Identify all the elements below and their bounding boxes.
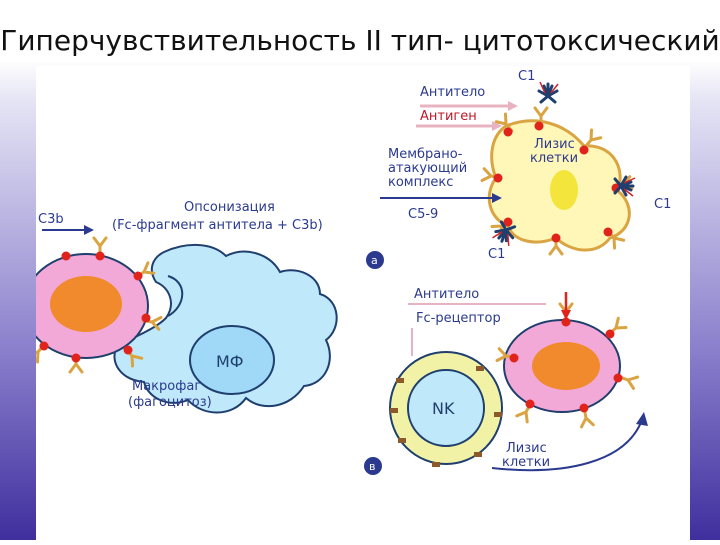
mac-arrowhead (492, 193, 502, 203)
mf-label: МФ (216, 352, 244, 371)
c1-right-label: C1 (654, 197, 671, 212)
lysis-curved-arrow (491, 419, 643, 472)
antigen-label-top: Антиген (420, 109, 477, 124)
diagram-panel: C1 Антитело Антиген Лизис клетки Мембран… (23, 66, 690, 540)
complement-lysis-section: C1 Антитело Антиген Лизис клетки Мембран… (366, 69, 671, 269)
c1-top-label: C1 (518, 69, 535, 84)
marker-a-label: а (371, 254, 378, 267)
target-cell-bottom-nucleus (532, 342, 600, 390)
nk-label: NK (432, 399, 455, 418)
antigen-arrowhead-top (492, 121, 502, 131)
antigen-dots-top (493, 121, 621, 243)
nk-adcc-section: NK (364, 287, 648, 475)
opsonization-section: МФ C3b Опсонизация (Fc-фрагмент антитела… (23, 200, 338, 414)
target-cell-nucleus (550, 170, 578, 210)
c59-label: C5-9 (408, 207, 438, 222)
macrophage-label: Макрофаг (132, 379, 201, 394)
marker-a-dot (366, 251, 384, 269)
c1-bottom-label: C1 (488, 247, 505, 262)
lysis-label-top-1: Лизис (534, 137, 575, 152)
antibody-label-bottom: Антитело (414, 287, 479, 302)
c3b-label: C3b (38, 212, 64, 227)
macrophage-pseudopod (167, 275, 184, 317)
mac-label-3: комплекс (388, 175, 453, 190)
marker-v-dot (364, 457, 382, 475)
phagocytosis-label: (фагоцитоз) (128, 395, 212, 410)
fc-fragment-label: (Fc-фрагмент антитела + C3b) (112, 218, 323, 233)
antigen-dots-bottom (509, 317, 623, 413)
opsonized-cell-nucleus (50, 276, 122, 332)
mf-nucleus (189, 325, 275, 395)
mac-label-2: атакующий (388, 161, 467, 176)
lysis-curved-arrowhead (636, 412, 648, 426)
opsonization-arrowhead (84, 225, 94, 235)
antibody-label-top: Антитело (420, 85, 485, 100)
antibody-arrowhead-top (508, 101, 518, 111)
fc-receptor-label: Fc-рецептор (416, 311, 501, 326)
fc-receptors (390, 366, 502, 467)
mac-label-1: Мембрано- (388, 147, 463, 162)
lysis-label-bottom-2: клетки (502, 455, 550, 470)
marker-v-label: в (369, 460, 375, 473)
lysis-label-top-2: клетки (530, 151, 578, 166)
opsonization-label: Опсонизация (184, 200, 275, 215)
slide-title: Гиперчувствительность II тип- цитотоксич… (0, 24, 720, 57)
lysis-label-bottom-1: Лизис (506, 441, 547, 456)
antigen-dots-left (39, 251, 151, 363)
nk-cell-inner (407, 369, 485, 447)
red-antigen-arrowhead (561, 310, 571, 320)
cytotoxic-diagram: C1 Антитело Антиген Лизис клетки Мембран… (23, 69, 671, 475)
